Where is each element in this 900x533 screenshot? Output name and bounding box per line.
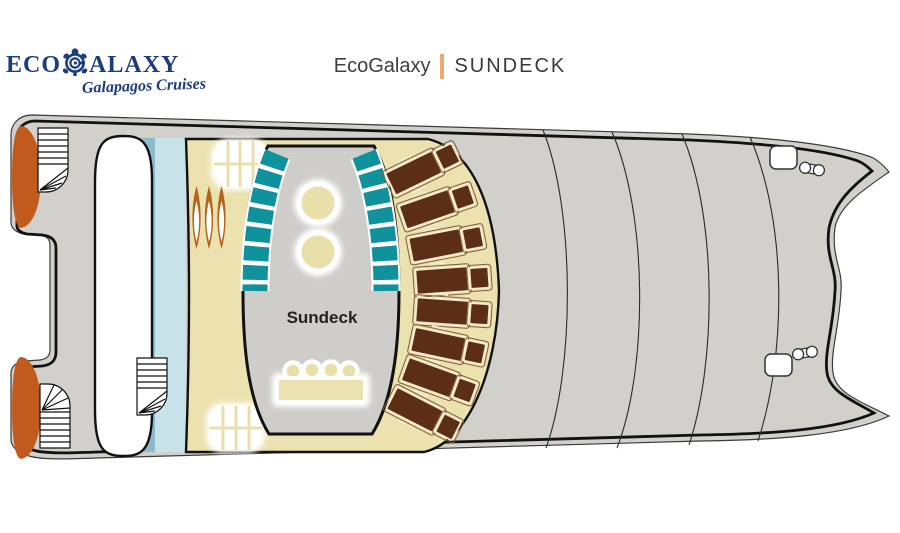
- staircase-top-left: [37, 127, 69, 193]
- stern-pad-bottom: [12, 357, 41, 459]
- round-table: [294, 228, 342, 276]
- sun-lounger: [405, 223, 488, 266]
- ecogalaxy-logo: ECO ALAXY: [6, 48, 206, 97]
- sun-lounger: [395, 181, 479, 233]
- bow-hatch-bottom: [764, 353, 793, 377]
- kayak-rack: [192, 186, 226, 249]
- title-boat-name: EcoGalaxy: [333, 55, 431, 77]
- sun-loungers: [382, 140, 493, 444]
- logo-text-eco: ECO: [6, 51, 62, 78]
- skylight-bottom: [206, 403, 265, 453]
- staircase-center-bottom: [136, 357, 168, 416]
- logo-text-alaxy: ALAXY: [89, 51, 180, 78]
- roof-seams: [542, 129, 780, 449]
- curved-bench-left: [240, 148, 291, 292]
- bow-hatch-top: [769, 145, 798, 170]
- staircase-bottom-left: [39, 383, 71, 449]
- title-deck-name: SUNDECK: [454, 55, 567, 77]
- bar-counter: [275, 376, 367, 404]
- sun-lounger: [397, 354, 481, 407]
- sun-lounger: [407, 324, 490, 368]
- stern-pad-top: [12, 126, 41, 228]
- turtle-spiral-icon: [62, 48, 88, 81]
- kayak: [192, 186, 201, 249]
- sun-lounger: [383, 384, 465, 444]
- sun-lounger: [412, 262, 493, 299]
- mooring-cleat-bottom: [791, 345, 819, 361]
- kayak: [217, 186, 226, 249]
- page-title: EcoGalaxy SUNDECK: [0, 54, 900, 79]
- sun-lounger: [382, 140, 464, 199]
- round-table: [294, 179, 342, 227]
- kayak: [204, 186, 214, 249]
- bar-area: [272, 359, 370, 407]
- mooring-cleat-top: [798, 161, 826, 177]
- logo-wordmark: ECO ALAXY: [6, 48, 206, 81]
- title-divider: [440, 54, 445, 79]
- sun-lounger: [412, 293, 493, 330]
- deck-label: Sundeck: [287, 308, 358, 327]
- curved-bench-right: [350, 148, 401, 292]
